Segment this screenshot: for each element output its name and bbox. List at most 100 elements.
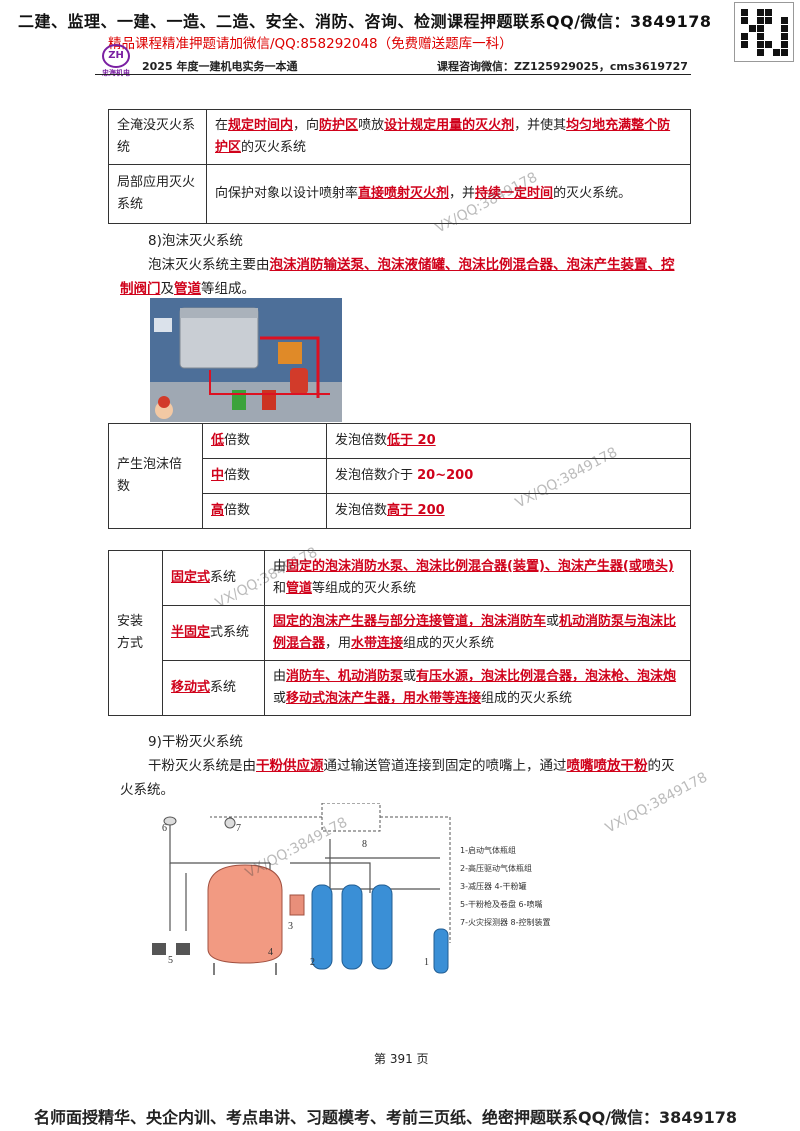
highlighted-text: 持续一定时间 — [475, 186, 554, 201]
system-name-cell: 全淹没灭火系统 — [108, 109, 207, 165]
diagram-callout-number: 6 — [162, 823, 167, 834]
diagram-legend-item: 2-高压驱动气体瓶组 — [460, 863, 532, 873]
table-row: 全淹没灭火系统在规定时间内，向防护区喷放设计规定用量的灭火剂，并使其均匀地充满整… — [108, 109, 691, 165]
expansion-level-cell: 高倍数 — [202, 493, 327, 529]
highlighted-text: 高于 200 — [387, 503, 445, 518]
highlighted-text: 固定的泡沫消防水泵、泡沫比例混合器(装置)、泡沫产生器(或喷头) — [286, 559, 674, 574]
qr-module — [757, 33, 764, 40]
text-span: 系统 — [210, 680, 237, 695]
text-span: 或 — [546, 614, 560, 629]
text-span: 喷放 — [358, 118, 385, 133]
text-span: 或 — [273, 691, 287, 706]
qr-module — [741, 41, 748, 48]
expansion-level-cell: 中倍数 — [202, 458, 327, 494]
top-banner: 二建、监理、一建、一造、二造、安全、消防、咨询、检测课程押题联系QQ/微信：38… — [18, 12, 712, 31]
qr-module — [757, 49, 764, 56]
highlighted-text: 直接喷射灭火剂 — [358, 186, 450, 201]
text-span: 倍数 — [224, 503, 251, 518]
text-span: ，并使其 — [514, 118, 567, 133]
text-span: ，向 — [293, 118, 320, 133]
page-number: 第 391 页 — [374, 1052, 429, 1066]
text-span: 组成的灭火系统 — [481, 691, 573, 706]
text-span: 由 — [273, 669, 287, 684]
diagram-legend-item: 1-启动气体瓶组 — [460, 845, 516, 855]
table-row: 高倍数发泡倍数高于 200 — [109, 493, 691, 529]
install-type-cell: 半固定式系统 — [162, 605, 265, 661]
text-span: 组成的灭火系统 — [403, 636, 495, 651]
qr-module — [773, 49, 780, 56]
diagram-callout-number: 2 — [310, 957, 315, 968]
diagram-legend-item: 5-干粉枪及卷盘 6-喷嘴 — [460, 899, 543, 909]
text-span: ，用 — [325, 636, 352, 651]
highlighted-text: 规定时间内 — [228, 118, 294, 133]
qr-module — [781, 49, 788, 56]
highlighted-text: 低于 20 — [387, 433, 436, 448]
highlighted-text: 消防车、机动消防泵 — [286, 669, 404, 684]
expansion-desc-cell: 发泡倍数介于 20~200 — [326, 458, 691, 494]
logo: ZH 忠海机电 — [95, 44, 137, 77]
text-span: 倍数 — [224, 468, 251, 483]
text-span: 由 — [273, 559, 287, 574]
qr-code — [734, 2, 794, 62]
text-span: 的灭火系统 — [241, 140, 307, 155]
qr-module — [781, 25, 788, 32]
qr-module — [757, 25, 764, 32]
highlighted-text: 移动式 — [171, 680, 211, 695]
qr-module — [757, 17, 764, 24]
diagram-callout-number: 7 — [236, 823, 241, 834]
diagram-callout-number: 8 — [362, 839, 367, 850]
text-span: 发泡倍数 — [335, 433, 388, 448]
highlighted-text: 移动式泡沫产生器，用水带等连接 — [286, 691, 482, 706]
text-span: 及 — [160, 281, 175, 297]
expansion-desc-cell: 发泡倍数高于 200 — [326, 493, 691, 529]
footer-banner: 名师面授精华、央企内训、考点串讲、习题模考、考前三页纸、绝密押题联系QQ/微信：… — [34, 1108, 737, 1127]
text-span: 泡沫灭火系统主要由 — [148, 257, 270, 273]
qr-module — [757, 41, 764, 48]
highlighted-text: 喷嘴喷放干粉 — [566, 758, 648, 774]
logo-icon: ZH — [102, 44, 130, 68]
qr-module — [741, 17, 748, 24]
gas-system-table: 全淹没灭火系统在规定时间内，向防护区喷放设计规定用量的灭火剂，并使其均匀地充满整… — [108, 109, 691, 224]
qr-module — [765, 41, 772, 48]
highlighted-text: 干粉供应源 — [256, 758, 324, 774]
highlighted-text: 固定的泡沫产生器与部分连接管道，泡沫消防车 — [273, 614, 547, 629]
diagram-callout-number: 1 — [424, 957, 429, 968]
expansion-desc-cell: 发泡倍数低于 20 — [326, 423, 691, 459]
highlighted-text: 防护区 — [319, 118, 359, 133]
text-span: 系统 — [210, 570, 237, 585]
book-title: 2025 年度一建机电实务一本通 — [142, 60, 298, 73]
text-span: 发泡倍数介于 — [335, 468, 418, 483]
text-span: 和 — [273, 581, 287, 596]
text-span: ，并 — [449, 186, 476, 201]
highlighted-text: 管道 — [174, 281, 201, 297]
text-span: 等组成的灭火系统 — [312, 581, 417, 596]
qr-module — [765, 9, 772, 16]
system-desc-cell: 向保护对象以设计喷射率直接喷射灭火剂，并持续一定时间的灭火系统。 — [206, 164, 691, 224]
highlighted-text: 中 — [211, 468, 225, 483]
foam-system-photo — [150, 298, 342, 422]
qr-module — [781, 41, 788, 48]
highlighted-text: 机动消防泵与泡沫比例混合器 — [273, 614, 677, 651]
diagram-callout-number: 3 — [288, 921, 293, 932]
highlighted-text: 低 — [211, 433, 225, 448]
table-row: 安装方式固定式系统由固定的泡沫消防水泵、泡沫比例混合器(装置)、泡沫产生器(或喷… — [108, 550, 691, 716]
table-row: 中倍数发泡倍数介于 20~200 — [109, 458, 691, 494]
expansion-level-cell: 低倍数 — [202, 423, 327, 459]
table-row: 半固定式系统固定的泡沫产生器与部分连接管道，泡沫消防车或机动消防泵与泡沫比例混合… — [109, 605, 691, 661]
text-span: 干粉灭火系统是由 — [148, 758, 256, 774]
system-name-cell: 局部应用灭火系统 — [108, 164, 207, 224]
diagram-callout-number: 4 — [268, 947, 273, 958]
foam-intro: 泡沫灭火系统主要由泡沫消防输送泵、泡沫液储罐、泡沫比例混合器、泡沫产生装置、控制… — [120, 253, 680, 301]
qr-module — [781, 33, 788, 40]
highlighted-text: 半固定 — [171, 625, 211, 640]
highlighted-text: 管道 — [286, 581, 313, 596]
text-span: 的灭火系统。 — [553, 186, 632, 201]
text-span: 的灭火系统。 — [120, 758, 675, 798]
text-span: 通过输送管道连接到固定的喷嘴上，通过 — [323, 758, 567, 774]
install-desc-cell: 由固定的泡沫消防水泵、泡沫比例混合器(装置)、泡沫产生器(或喷头) 和管道等组成的… — [264, 550, 691, 606]
install-desc-cell: 由消防车、机动消防泵或有压水源，泡沫比例混合器，泡沫枪、泡沫炮或移动式泡沫产生器… — [264, 660, 691, 716]
powder-intro: 干粉灭火系统是由干粉供应源通过输送管道连接到固定的喷嘴上，通过喷嘴喷放干粉的灭火… — [120, 754, 680, 802]
qr-module — [765, 17, 772, 24]
highlighted-text: 高 — [211, 503, 225, 518]
